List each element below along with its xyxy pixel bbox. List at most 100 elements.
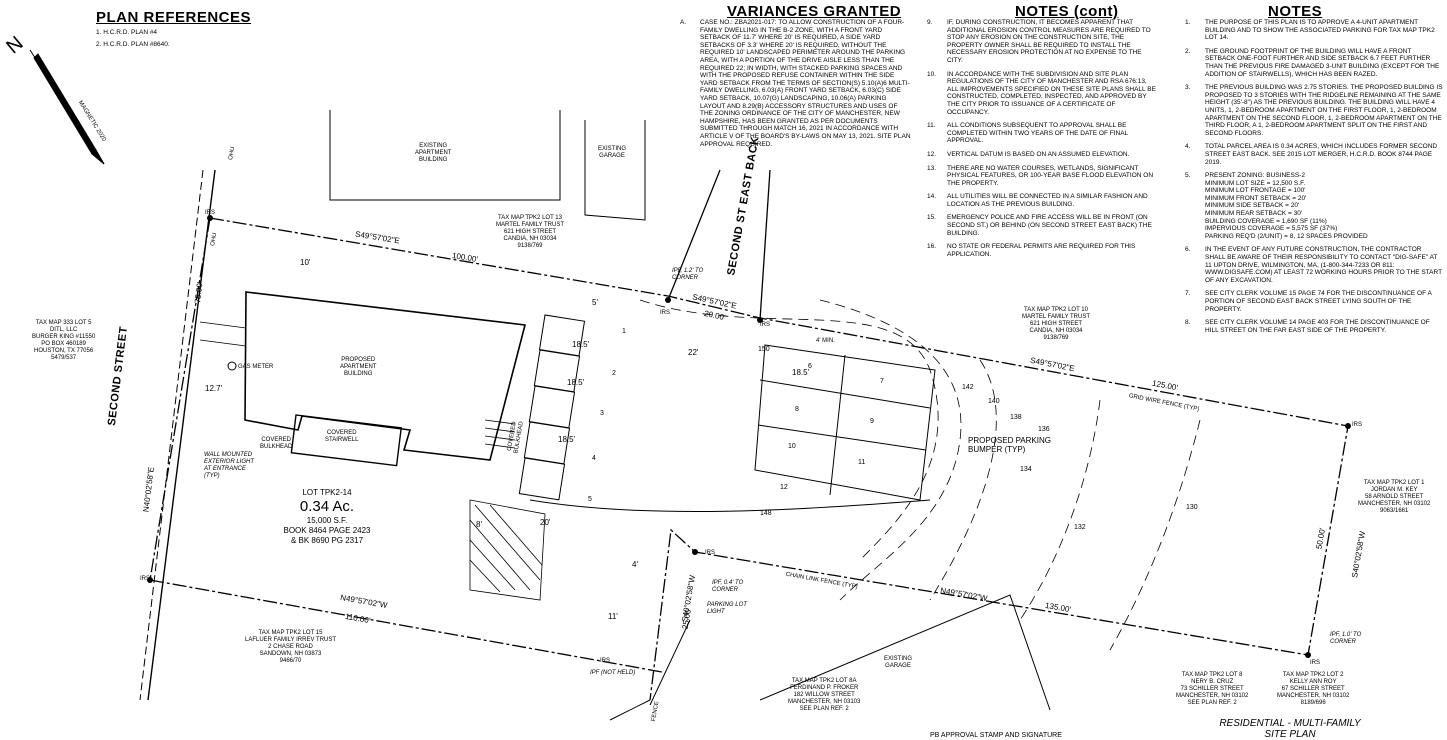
plan-ref-item: 1. H.C.R.D. PLAN #4 [96, 29, 158, 36]
lot2-label: TAX MAP TPK2 LOT 2 KELLY ANN ROY 67 SCHI… [1277, 672, 1350, 706]
irs-label: IRS [760, 322, 771, 328]
list-item: 7.SEE CITY CLERK VOLUME 15 PAGE 74 FOR T… [1185, 290, 1432, 313]
notes-cont-list: 9.IF, DURING CONSTRUCTION, IT BECOMES AP… [927, 19, 1159, 264]
irs-label: IRS [1352, 422, 1363, 428]
contour-label: 148 [760, 510, 772, 517]
site-plan-title: RESIDENTIAL - MULTI-FAMILY SITE PLAN [1219, 718, 1361, 740]
lot-book1: BOOK 8464 PAGE 2423 [283, 526, 371, 535]
parking-space-number: 9 [870, 418, 874, 425]
dimension-label: 12.7' [205, 384, 223, 393]
list-item: 6.IN THE EVENT OF ANY FUTURE CONSTRUCTIO… [1185, 246, 1442, 284]
dimension-label: 11' [608, 612, 618, 621]
contour-label: 140 [988, 398, 1000, 405]
parking-space-number: 3 [600, 410, 604, 417]
parking-space-number: 4 [592, 455, 596, 462]
list-item: A.CASE NO.: ZBA2021-017: TO ALLOW CONSTR… [680, 19, 911, 148]
parking-space-number: 10 [788, 443, 796, 450]
irs-label: IRS [705, 550, 716, 556]
lot8a-label: TAX MAP TPK2 LOT 8A FERDINAND P. FROKER … [788, 678, 861, 712]
lot-area: 0.34 Ac. [299, 498, 355, 515]
list-item: 1.THE PURPOSE OF THIS PLAN IS TO APPROVE… [1185, 19, 1435, 42]
contour-label: 132 [1074, 524, 1086, 531]
ipf-label: IPF, 1.0' TO CORNER [1330, 632, 1362, 645]
list-item: 9.IF, DURING CONSTRUCTION, IT BECOMES AP… [927, 19, 1151, 64]
ipf-not-held-label: IPF (NOT HELD) [590, 670, 636, 676]
parking-space-number: 6 [808, 363, 812, 370]
dimension-label: 18.5' [567, 378, 585, 387]
existing-garage-label: EXISTING GARAGE [884, 656, 913, 669]
lot15-label: TAX MAP TPK2 LOT 15 LAFLUER FAMILY IRREV… [245, 630, 337, 664]
lot8-label: TAX MAP TPK2 LOT 8 NERY B. CRUZ 73 SCHIL… [1176, 672, 1249, 706]
dimension-label: 18.5' [572, 340, 590, 349]
wall-light-label: WALL MOUNTED EXTERIOR LIGHT AT ENTRANCE … [204, 452, 255, 479]
gas-meter-label: GAS METER [238, 364, 274, 370]
variances-list: A.CASE NO.: ZBA2021-017: TO ALLOW CONSTR… [680, 19, 912, 154]
existing-garage-label: EXISTING GARAGE [598, 146, 627, 159]
parking-space-number: 12 [780, 484, 788, 491]
lot10-label: TAX MAP TPK2 LOT 10 MARTEL FAMILY TRUST … [1022, 307, 1091, 341]
list-item: 4.TOTAL PARCEL AREA IS 0.34 ACRES, WHICH… [1185, 143, 1438, 166]
dimension-label: 22' [688, 348, 699, 357]
parking-space-number: 11 [858, 459, 866, 466]
contour-label: 138 [1010, 414, 1022, 421]
lot5-label: TAX MAP 333 LOT 5 DITL, LLC BURGER KING … [32, 320, 96, 361]
list-item: 14.ALL UTILITIES WILL BE CONNECTED IN A … [927, 193, 1148, 208]
proposed-building-label: PROPOSED APARTMENT BUILDING [340, 357, 377, 377]
lot-name: LOT TPK2-14 [302, 488, 352, 497]
irs-label: IRS [1310, 660, 1321, 666]
list-item: 11.ALL CONDITIONS SUBSEQUENT TO APPROVAL… [927, 122, 1128, 145]
contour-label: 142 [962, 384, 974, 391]
contour-label: 130 [1186, 504, 1198, 511]
covered-stairwell-label: COVERED STAIRWELL [325, 430, 359, 443]
plan-references-list: 1. H.C.R.D. PLAN #4 2. H.C.R.D. PLAN #86… [96, 29, 256, 48]
plan-references-title: PLAN REFERENCES [96, 9, 252, 26]
irs-label: IRS [140, 576, 151, 582]
list-item: 2.THE GROUND FOOTPRINT OF THE BUILDING W… [1185, 47, 1440, 78]
irs-label: IRS [600, 658, 611, 664]
dimension-label: 4' [632, 560, 638, 569]
notes-list: 1.THE PURPOSE OF THIS PLAN IS TO APPROVE… [1185, 19, 1443, 340]
dimension-label: 18.5' [558, 435, 576, 444]
parking-space-number: 8 [795, 406, 799, 413]
contour-label: 150 [758, 346, 770, 353]
dimension-label: 10' [300, 258, 311, 267]
min-label: 4' MIN. [816, 338, 835, 344]
contour-label: 134 [1020, 466, 1032, 473]
contour-label: 136 [1038, 426, 1050, 433]
existing-apartment-label: EXISTING APARTMENT BUILDING [415, 143, 452, 163]
parking-space-number: 5 [588, 496, 592, 503]
notes-title: NOTES [1268, 3, 1323, 20]
dimension-label: 5' [592, 298, 598, 307]
parking-space-number: 7 [880, 378, 884, 385]
variances-title: VARIANCES GRANTED [727, 3, 902, 20]
parking-light-label: PARKING LOT LIGHT [707, 602, 747, 615]
list-item: 5.PRESENT ZONING: BUSINESS-2 MINIMUM LOT… [1185, 172, 1368, 240]
list-item: 13.THERE ARE NO WATER COURSES, WETLANDS,… [927, 164, 1154, 187]
covered-bulkhead-label: COVERED BULKHEAD [260, 437, 293, 450]
lot13-label: TAX MAP TPK2 LOT 13 MARTEL FAMILY TRUST … [496, 215, 565, 249]
list-item: 12.VERTICAL DATUM IS BASED ON AN ASSUMED… [927, 150, 1130, 158]
plan-ref-item: 2. H.C.R.D. PLAN #8640. [96, 40, 170, 48]
lot-sf: 15,000 S.F. [306, 516, 348, 525]
north-arrow-icon [29, 49, 105, 165]
list-item: 15.EMERGENCY POLICE AND FIRE ACCESS WILL… [927, 214, 1152, 237]
dimension-label: 18.5' [792, 368, 810, 377]
list-item: 8.SEE CITY CLERK VOLUME 14 PAGE 403 FOR … [1185, 319, 1430, 334]
dimension-label: 20' [540, 518, 551, 527]
parking-space-number: 2 [612, 370, 616, 377]
lot1-label: TAX MAP TPK2 LOT 1 JORDAN M. KEY 58 ARNO… [1358, 480, 1431, 514]
list-item: 16.NO STATE OR FEDERAL PERMITS ARE REQUI… [927, 243, 1136, 258]
irs-label: IRS [205, 210, 216, 216]
approval-stamp-label: PB APPROVAL STAMP AND SIGNATURE [930, 732, 1062, 739]
ipf-label: IPF, 0.4' TO CORNER [712, 580, 744, 593]
lot-book2: & BK 8690 PG 2317 [290, 536, 364, 545]
dimension-label: 8' [476, 520, 482, 529]
list-item: 3.THE PREVIOUS BUILDING WAS 2.75 STORIES… [1185, 84, 1443, 137]
notes-cont-title: NOTES (cont) [1015, 3, 1119, 20]
ipf-label: IPF, 1.2' TO CORNER [672, 268, 704, 281]
irs-label: IRS [660, 310, 671, 316]
lot-info: LOT TPK2-14 0.34 Ac. 15,000 S.F. BOOK 84… [272, 488, 382, 546]
parking-space-number: 1 [622, 328, 626, 335]
list-item: 10.IN ACCORDANCE WITH THE SUBDIVISION AN… [927, 70, 1156, 116]
